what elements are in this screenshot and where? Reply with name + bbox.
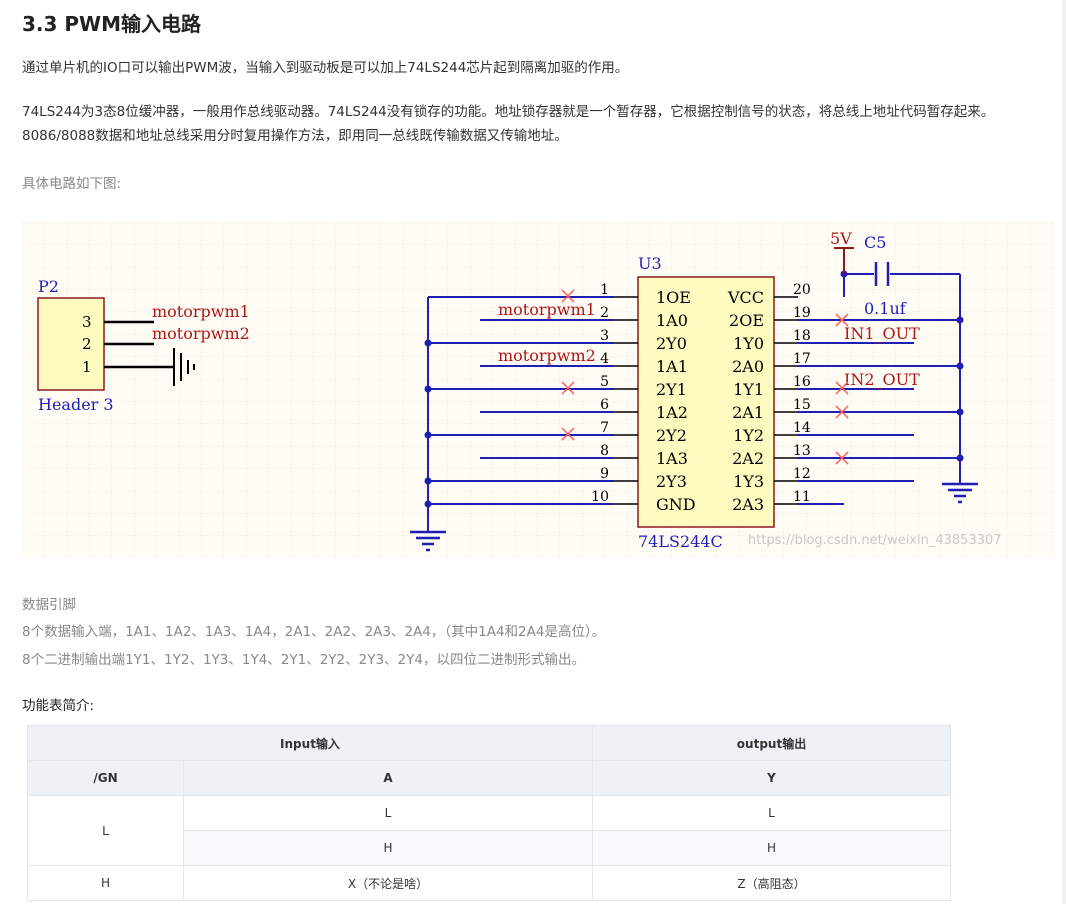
chip-pin-number: 9: [600, 466, 609, 482]
table-cell: X（不论是啥）: [183, 865, 593, 901]
table-row: H H: [28, 830, 951, 866]
paragraph-data-outputs: 8个二进制输出端1Y1、1Y2、1Y3、1Y4、2Y1、2Y2、2Y3、2Y4，…: [22, 652, 585, 668]
chip-pin-name: 1Y0: [733, 334, 764, 353]
chip-pin-name: 2Y3: [656, 472, 687, 491]
header-pin-2: 2: [82, 335, 92, 353]
net-label-motorpwm1-chip: motorpwm1: [498, 300, 596, 319]
paragraph-circuit-caption: 具体电路如下图:: [22, 176, 122, 192]
chip-ref: U3: [638, 254, 662, 273]
header-body: [37, 297, 105, 391]
chip-pin-number: 11: [793, 489, 811, 505]
chip-left-pins: 1 1OE 2 1A0 3 2Y0 4 1A1 5 2Y1 6 1A2 7 2Y2 8 1A3 9 2Y3 10 GN…: [591, 282, 695, 514]
chip-pin-name: 2Y0: [656, 334, 687, 353]
paragraph-data-pins-title: 数据引脚: [22, 597, 76, 613]
table-row: H X（不论是啥） Z（高阻态）: [27, 865, 951, 901]
cap-ref: C5: [864, 233, 886, 252]
watermark: https://blog.csdn.net/weixin_43853307: [748, 533, 1002, 548]
chip-pin-name: 1A0: [656, 311, 688, 330]
chip-pin-name: GND: [656, 495, 696, 514]
table-cell-gn-h: H: [27, 865, 184, 901]
capacitor-symbol: [874, 262, 890, 286]
net-label-motorpwm2-left: motorpwm2: [152, 324, 250, 343]
function-table: Input输入 output输出 /GN A Y L L L H H H X（不…: [27, 725, 951, 901]
chip-pin-name: 2A0: [732, 357, 764, 376]
paragraph-function-table-title: 功能表简介:: [22, 698, 95, 714]
table-cell: H: [183, 830, 593, 866]
no-connect-markers-right: [835, 313, 849, 465]
net-label-in1-out: IN1_OUT: [844, 324, 920, 343]
chip-pin-number: 20: [793, 282, 811, 298]
power-5v-symbol: [834, 247, 854, 274]
left-junction-dots: [424, 339, 432, 508]
chip-pin-number: 1: [600, 282, 609, 298]
chip-pin-number: 7: [600, 420, 609, 436]
table-cell: L: [183, 795, 593, 831]
table-cell-gn-l: L: [27, 795, 184, 866]
header-pin-1: 1: [82, 358, 92, 376]
header-name: Header 3: [38, 395, 114, 414]
chip-pin-number: 10: [591, 489, 609, 505]
chip-pin-name: 2A3: [732, 495, 764, 514]
table-row: L L L: [27, 795, 951, 866]
chip-pin-number: 17: [793, 351, 811, 367]
chip-pin-name: 2A1: [732, 403, 764, 422]
table-subheader-row: /GN A Y: [27, 760, 951, 796]
chip-pin-number: 4: [600, 351, 609, 367]
chip-pin-number: 18: [793, 328, 811, 344]
net-label-in2-out: IN2_OUT: [844, 370, 920, 389]
net-label-motorpwm2-chip: motorpwm2: [498, 346, 596, 365]
table-col-y: Y: [592, 760, 951, 796]
left-bus-wires: [410, 296, 614, 552]
table-col-gn: /GN: [27, 760, 184, 796]
chip-pin-number: 3: [600, 328, 609, 344]
chip-pin-name: 1OE: [656, 288, 691, 307]
paragraph-data-inputs: 8个数据输入端，1A1、1A2、1A3、1A4，2A1、2A2、2A3、2A4，…: [22, 624, 606, 640]
right-bus-wires: [798, 273, 978, 505]
paragraph-intro: 通过单片机的IO口可以输出PWM波，当输入到驱动板是可以加上74LS244芯片起…: [22, 60, 629, 76]
chip-pin-name: 1Y3: [733, 472, 764, 491]
section-heading: 3.3 PWM输入电路: [22, 12, 202, 36]
chip-pin-name: 2Y1: [656, 380, 687, 399]
table-cell: H: [592, 830, 951, 866]
chip-body: [637, 276, 775, 528]
cap-value: 0.1uf: [864, 299, 907, 318]
power-label: 5V: [830, 229, 852, 248]
table-cell: L: [592, 795, 951, 831]
chip-pin-name: VCC: [727, 288, 764, 307]
chip-pin-name: 1A2: [656, 403, 688, 422]
table-col-a: A: [183, 760, 593, 796]
chip-pin-name: 2OE: [729, 311, 764, 330]
chip-pin-name: 2A2: [732, 449, 764, 468]
chip-pin-number: 13: [793, 443, 811, 459]
page-edge: [1062, 0, 1066, 904]
chip-pin-name: 1Y1: [733, 380, 764, 399]
chip-right-pins: 20 VCC 19 2OE 18 1Y0 17 2A0 16 1Y1 15 2A1 14 1Y2 13 2A2…: [727, 282, 811, 514]
chip-pin-number: 12: [793, 466, 811, 482]
ground-symbol-header: [173, 348, 195, 386]
chip-part: 74LS244C: [638, 532, 723, 551]
chip-pin-name: 2Y2: [656, 426, 687, 445]
table-header-row: Input输入 output输出: [27, 725, 951, 761]
chip-pin-name: 1Y2: [733, 426, 764, 445]
header-ref: P2: [38, 277, 59, 296]
chip-pin-name: 1A1: [656, 357, 688, 376]
chip-pin-name: 1A3: [656, 449, 688, 468]
schematic-figure: P2 Header 3 3 2 1 motorpwm1 motorpwm2: [22, 222, 1054, 558]
chip-pin-number: 15: [793, 397, 811, 413]
table-header-output: output输出: [592, 725, 951, 761]
chip-pin-number: 6: [600, 397, 609, 413]
chip-pin-number: 8: [600, 443, 609, 459]
chip-pin-number: 16: [793, 374, 811, 390]
table-cell: Z（高阻态）: [592, 865, 951, 901]
chip-pin-number: 2: [600, 305, 609, 321]
chip-pin-number: 19: [793, 305, 811, 321]
net-label-motorpwm1-left: motorpwm1: [152, 302, 250, 321]
chip-pin-number: 5: [600, 374, 609, 390]
header-pin-3: 3: [82, 313, 92, 331]
chip-pin-number: 14: [793, 420, 811, 436]
table-header-input: Input输入: [27, 725, 593, 761]
no-connect-markers-left: [561, 289, 575, 441]
paragraph-74ls244: 74LS244为3态8位缓冲器，一般用作总线驱动器。74LS244没有锁存的功能…: [22, 104, 995, 144]
